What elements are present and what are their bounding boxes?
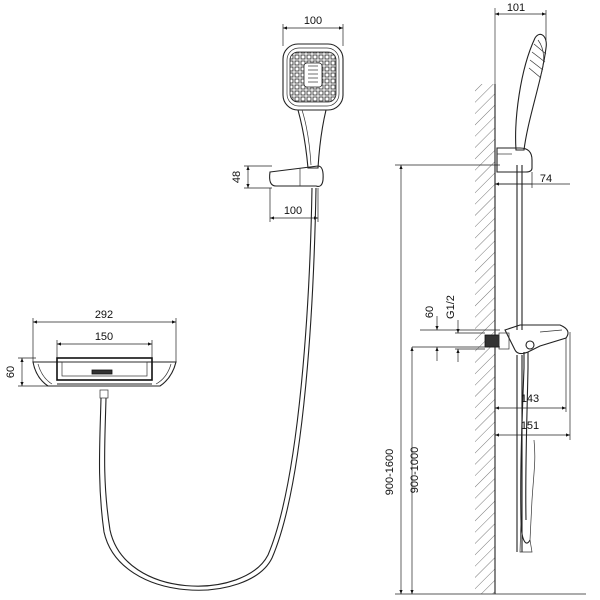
dim-label-spout-151: 151 [521,420,539,432]
dim-label-holder-depth: 74 [540,173,552,185]
mixer-side [484,324,569,368]
dim-inlet-height: 60 [412,306,500,361]
dim-side-depth: 101 [495,2,547,40]
dim-label-head-width: 100 [304,15,322,27]
dim-label-mixer-width: 292 [95,309,113,321]
hand-shower-head [282,43,344,169]
dim-thread: G1/2 [445,295,485,362]
slide-rail [516,165,523,552]
dim-label-rail-height: 900-1600 [384,449,396,496]
dim-label-inlet-height: 60 [424,306,436,318]
dim-mixer-height: 60 [5,357,48,387]
dim-rail-height: 900-1600 [384,164,500,594]
dim-label-mixer-height: 60 [5,366,17,378]
dim-holder-depth: 74 [495,172,570,188]
shower-holder [269,165,324,187]
dim-holder-height: 48 [231,165,272,189]
hose-side [519,367,536,553]
wall-section [475,8,496,594]
shower-hose [98,187,317,591]
dim-head-width: 100 [282,15,344,46]
front-view: 100 48 100 [5,15,344,591]
dim-spout-151: 151 [495,332,571,440]
holder-side [496,147,533,173]
bath-mixer-front [32,357,177,387]
dim-label-spout-143: 143 [521,393,539,405]
dim-label-thread: G1/2 [445,295,457,319]
side-view: 101 74 60 G1/2 143 [384,2,586,595]
dim-label-side-depth: 101 [507,2,525,14]
dim-mixer-width: 292 [32,309,177,362]
dim-spout-143: 143 [495,338,567,412]
dim-label-holder-height: 48 [231,171,243,183]
dim-mixer-mount-height: 900-1000 [409,347,421,594]
dim-label-mixer-mount-height: 900-1000 [409,447,421,494]
hand-shower-side [515,33,547,151]
dim-label-holder-width: 100 [284,205,302,217]
dim-shelf-width: 150 [56,331,153,358]
dim-label-shelf-width: 150 [95,331,113,343]
dim-holder-width: 100 [269,188,319,222]
